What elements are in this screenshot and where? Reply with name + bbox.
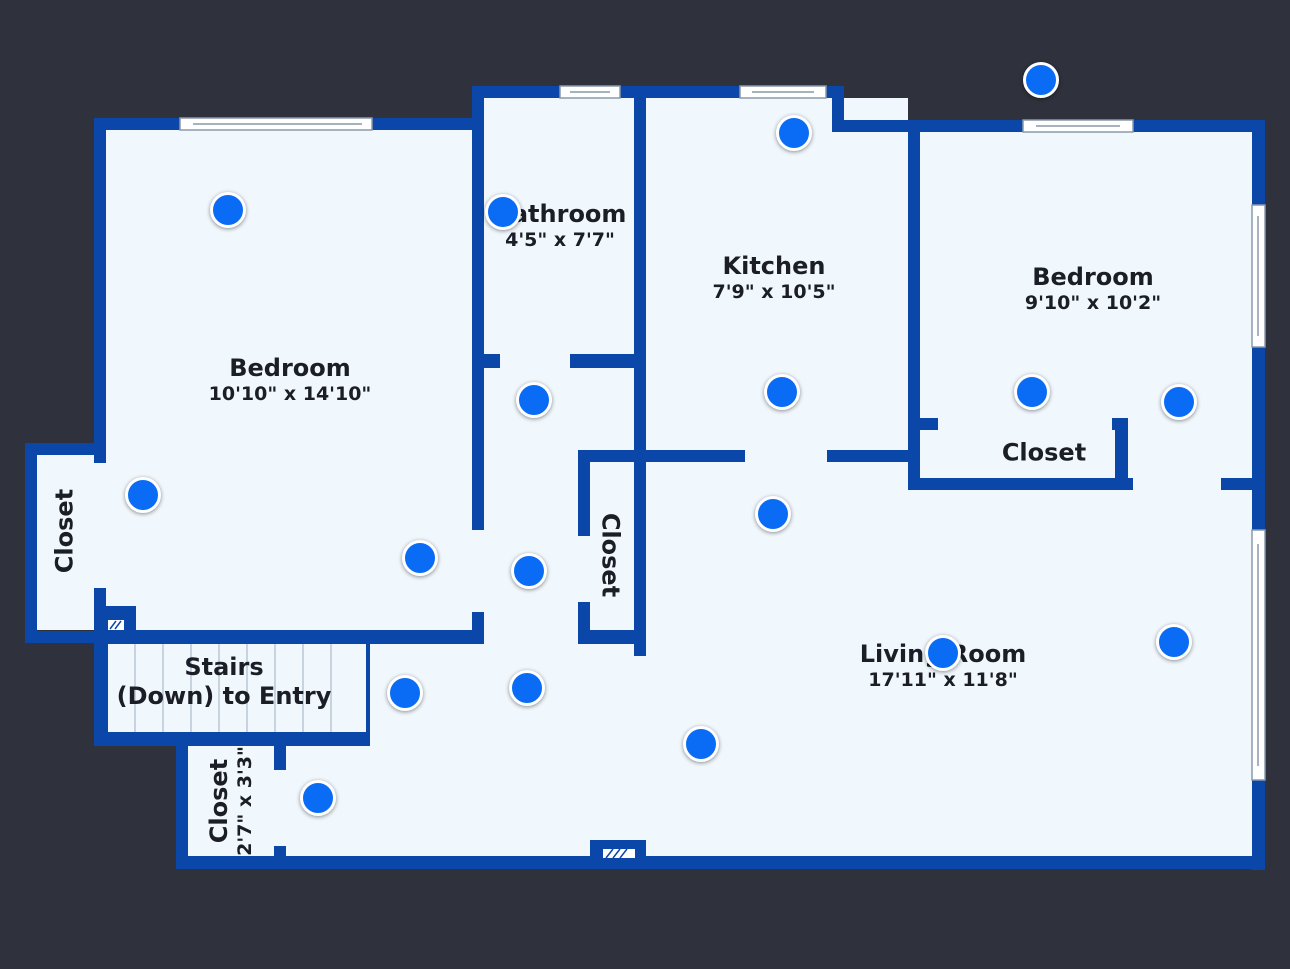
hotspot-bedroom-left-top[interactable] [210,192,246,228]
floor-closet-small [188,746,276,856]
stair-treads [134,644,332,732]
windows [179,85,1266,781]
hotspot-entry-left[interactable] [387,675,423,711]
room-dimensions: 10'10" x 14'10" [208,383,372,405]
hotspot-bedroom-right-left[interactable] [1014,374,1050,410]
floor-closet-left [37,455,94,630]
hotspot-living-bottom[interactable] [683,726,719,762]
hotspot-living-top[interactable] [755,496,791,532]
room-label-stairs: Stairs (Down) to Entry [117,653,332,711]
room-label-closet-left: Closet [51,489,80,573]
room-label-bedroom-left: Bedroom 10'10" x 14'10" [209,354,372,406]
hotspot-hall-top[interactable] [516,382,552,418]
floor-areas [37,98,1252,856]
room-name: Closet [50,488,79,574]
hotspot-bedroom-right-right[interactable] [1161,384,1197,420]
floor-bedroom-right-nook [1128,420,1252,480]
room-dimensions: 17'11" x 11'8" [868,669,1018,691]
room-name: Kitchen [722,252,826,281]
room-label-closet-middle: Closet [596,512,625,598]
room-label-closet-right: Closet [1002,439,1086,468]
room-name: Closet [1001,438,1087,467]
floor-entry [286,644,646,856]
hotspot-bedroom-left-bottom[interactable] [402,540,438,576]
hotspot-outside-top[interactable] [1023,62,1059,98]
room-name: Bedroom [229,354,351,383]
room-dimensions: 4'5" x 7'7" [505,229,615,251]
floor-bedroom-right [920,132,1252,420]
hotspot-kitchen-center[interactable] [764,374,800,410]
hotspot-bathroom[interactable] [485,194,521,230]
stairs-line-2: (Down) to Entry [116,682,332,710]
hotspot-kitchen-top[interactable] [776,115,812,151]
hotspot-hall-middle[interactable] [511,553,547,589]
stairs-line-1: Stairs [184,653,264,682]
hotspot-bedroom-left-closet[interactable] [125,477,161,513]
room-dimensions: 7'9" x 10'5" [712,281,836,303]
room-label-kitchen: Kitchen 7'9" x 10'5" [712,252,835,304]
room-name: Bedroom [1032,263,1154,292]
room-label-closet-small: Closet 2'7" x 3'3" [205,746,257,856]
hotspot-entry-right[interactable] [509,670,545,706]
room-dimensions: 9'10" x 10'2" [1024,292,1162,314]
room-name: Closet [205,758,234,844]
room-dimensions: 2'7" x 3'3" [234,746,256,856]
room-name: Closet [596,512,625,598]
hotspot-living-right[interactable] [1156,624,1192,660]
hotspot-living-center[interactable] [925,635,961,671]
door-openings [94,354,1221,846]
hatch-markers [108,620,635,859]
hotspot-closet-small[interactable] [300,780,336,816]
room-label-bedroom-right: Bedroom 9'10" x 10'2" [1025,263,1161,315]
floor-hall [484,368,634,644]
